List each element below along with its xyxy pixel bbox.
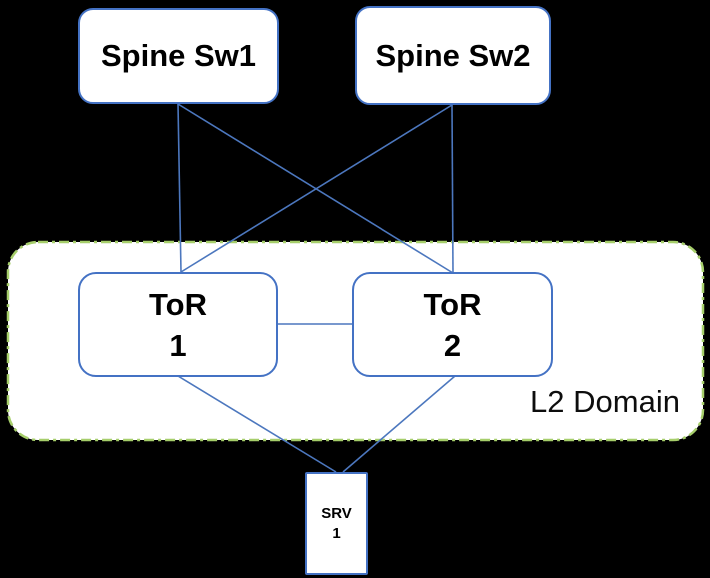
node-tor-2: ToR 2 (352, 272, 553, 377)
node-label: Spine Sw1 (100, 38, 257, 73)
node-label-line2: 1 (169, 327, 187, 363)
node-spine-sw1: Spine Sw1 (78, 8, 279, 104)
node-label-line1: ToR (423, 286, 482, 322)
node-srv-1: SRV 1 (305, 472, 368, 575)
links-layer (177, 103, 456, 473)
node-label: Spine Sw2 (375, 37, 531, 73)
node-spine-sw2: Spine Sw2 (355, 6, 551, 105)
link-tor1-srv1 (177, 375, 337, 473)
link-tor2-srv1 (342, 375, 456, 473)
l2-domain-label: L2 Domain (530, 384, 680, 419)
link-spine2-tor1 (180, 104, 453, 273)
node-label-line1: ToR (149, 286, 207, 322)
node-label-line2: 2 (443, 327, 462, 363)
link-spine1-tor1 (177, 103, 182, 273)
link-spine2-tor2 (451, 104, 454, 274)
node-tor-1: ToR 1 (78, 272, 278, 377)
node-label-line2: 1 (332, 524, 341, 542)
node-label-line1: SRV (321, 504, 352, 522)
